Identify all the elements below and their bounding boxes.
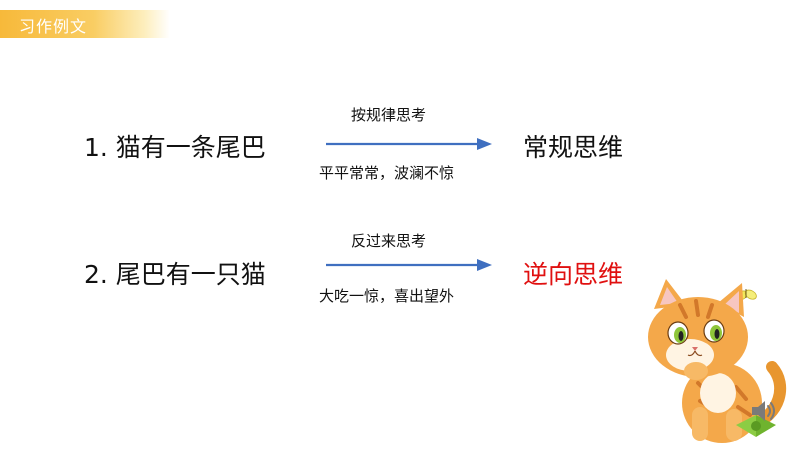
note-bottom-1: 平平常常，波澜不惊 — [319, 164, 455, 182]
result-1: 常规思维 — [523, 133, 624, 162]
arrow-1 — [326, 136, 493, 152]
statement-1: 1. 猫有一条尾巴 — [84, 133, 266, 162]
note-top-1: 按规律思考 — [351, 106, 427, 124]
section-tag-label: 习作例文 — [19, 17, 88, 36]
speaker-icon[interactable] — [748, 396, 778, 426]
note-bottom-2: 大吃一惊，喜出望外 — [319, 287, 455, 305]
note-top-2: 反过来思考 — [351, 232, 427, 250]
arrow-2 — [326, 257, 493, 273]
result-2: 逆向思维 — [523, 260, 624, 289]
statement-2: 2. 尾巴有一只猫 — [84, 260, 266, 289]
cartoon-cat-icon — [640, 275, 794, 447]
section-tag: 习作例文 — [0, 10, 170, 38]
